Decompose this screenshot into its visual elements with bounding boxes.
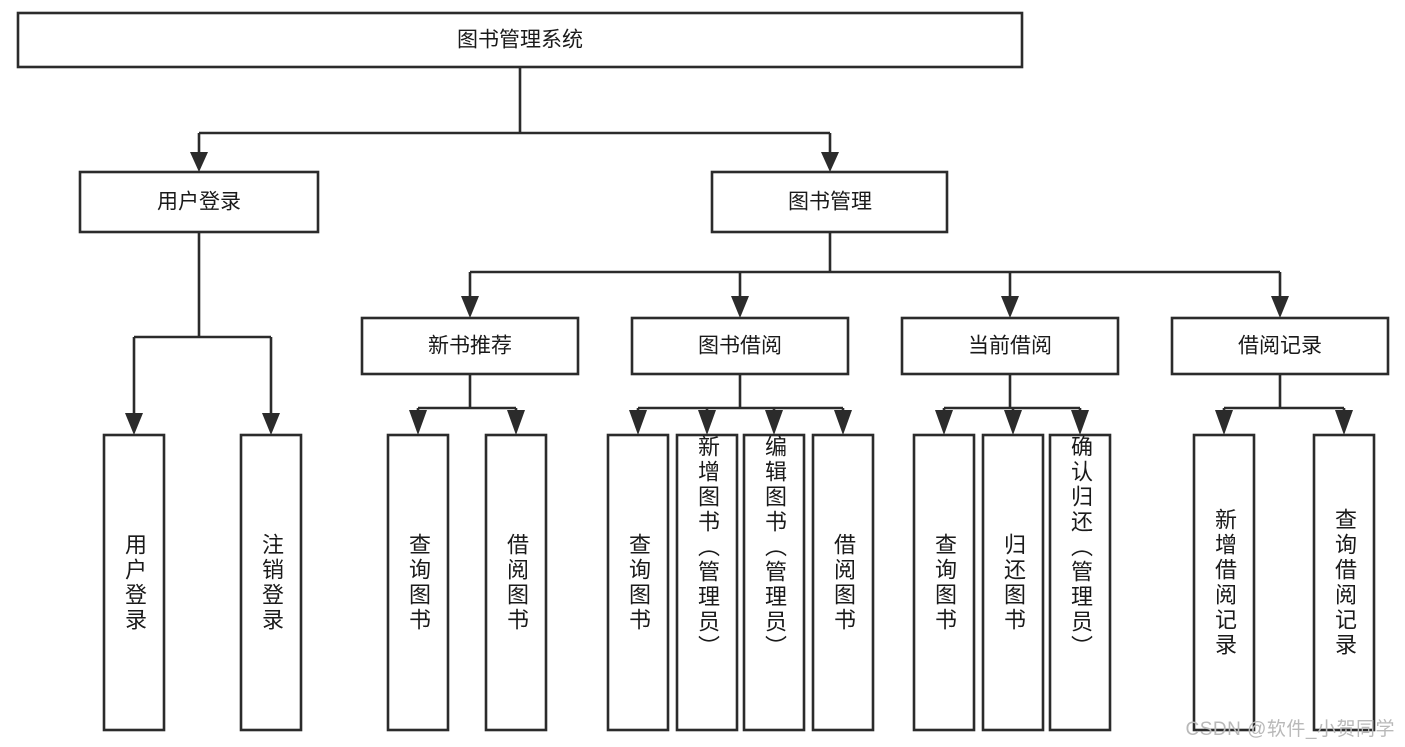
- node-box-book-borrow[interactable]: [630, 316, 850, 376]
- arrow-head-user-login: [190, 152, 208, 172]
- arrow-head-leaf-query-book-borrow: [629, 410, 647, 435]
- node-label-root: 图书管理系统: [457, 29, 583, 52]
- connector-group-root: [190, 67, 839, 172]
- arrow-head-borrow-record: [1271, 296, 1289, 318]
- node-box-leaf-borrow-book-rec[interactable]: [484, 433, 548, 732]
- node-label-book-manage: 图书管理: [788, 191, 872, 214]
- arrow-head-leaf-query-book-current: [935, 410, 953, 435]
- arrow-head-leaf-return-book: [1004, 410, 1022, 435]
- arrow-head-leaf-query-borrow-record: [1335, 410, 1353, 435]
- node-box-leaf-query-book-current[interactable]: [912, 433, 976, 732]
- node-box-leaf-query-book-borrow[interactable]: [606, 433, 670, 732]
- node-box-leaf-user-logout[interactable]: [239, 433, 303, 732]
- connector-group-book-manage: [461, 232, 1289, 318]
- node-box-leaf-borrow-book[interactable]: [811, 433, 875, 732]
- node-box-user-login[interactable]: [78, 170, 320, 234]
- node-box-borrow-record[interactable]: [1170, 316, 1390, 376]
- arrow-head-leaf-borrow-book-rec: [507, 410, 525, 435]
- connector-group-borrow-record: [1215, 374, 1353, 435]
- node-box-leaf-add-book-admin[interactable]: [675, 433, 739, 732]
- node-box-current-borrow[interactable]: [900, 316, 1120, 376]
- node-label-current-borrow: 当前借阅: [968, 335, 1052, 358]
- arrow-head-leaf-borrow-book: [834, 410, 852, 435]
- arrow-head-leaf-add-borrow-record: [1215, 410, 1233, 435]
- arrow-head-new-book-recommend: [461, 296, 479, 318]
- node-box-leaf-confirm-return-admin[interactable]: [1048, 433, 1112, 732]
- arrow-head-leaf-edit-book-admin: [765, 410, 783, 435]
- node-label-new-book-recommend: 新书推荐: [428, 335, 512, 358]
- node-box-leaf-edit-book-admin[interactable]: [742, 433, 806, 732]
- node-box-leaf-query-borrow-record[interactable]: [1312, 433, 1376, 732]
- connector-group-new-book-recommend: [409, 374, 525, 435]
- node-box-leaf-return-book[interactable]: [981, 433, 1045, 732]
- node-label-book-borrow: 图书借阅: [698, 335, 782, 358]
- connector-group-current-borrow: [935, 374, 1089, 435]
- arrow-head-current-borrow: [1001, 296, 1019, 318]
- node-box-leaf-add-borrow-record[interactable]: [1192, 433, 1256, 732]
- arrow-head-leaf-add-book-admin: [698, 410, 716, 435]
- connector-group-book-borrow: [629, 374, 852, 435]
- arrow-head-leaf-query-book-rec: [409, 410, 427, 435]
- watermark-text: CSDN @软件_小贺同学: [1185, 719, 1395, 740]
- node-box-book-manage[interactable]: [710, 170, 949, 234]
- node-box-leaf-user-login[interactable]: [102, 433, 166, 732]
- node-label-user-login: 用户登录: [157, 191, 241, 214]
- arrow-head-leaf-user-logout: [262, 413, 280, 435]
- node-box-leaf-query-book-rec[interactable]: [386, 433, 450, 732]
- arrow-head-book-manage: [821, 152, 839, 172]
- node-label-borrow-record: 借阅记录: [1238, 335, 1322, 358]
- arrow-head-leaf-confirm-return-admin: [1071, 410, 1089, 435]
- arrow-head-book-borrow: [731, 296, 749, 318]
- node-box-root[interactable]: [16, 11, 1024, 69]
- connector-group-user-login: [125, 232, 280, 435]
- node-box-new-book-recommend[interactable]: [360, 316, 580, 376]
- arrow-head-leaf-user-login: [125, 413, 143, 435]
